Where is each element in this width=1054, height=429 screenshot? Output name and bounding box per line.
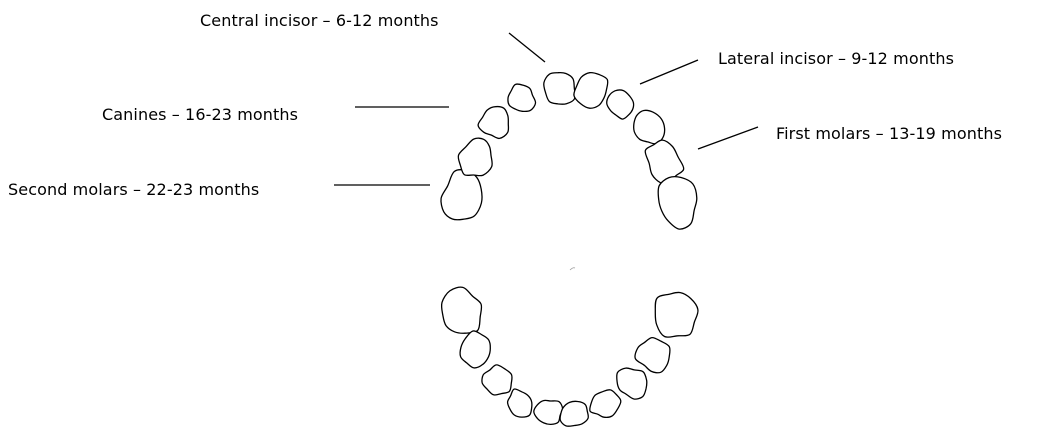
upper-tooth-4 bbox=[508, 84, 536, 111]
lower-tooth-3 bbox=[482, 365, 512, 395]
second-molars-label: Second molars – 22-23 months bbox=[8, 180, 259, 200]
lower-tooth-10 bbox=[655, 292, 698, 337]
upper-tooth-6 bbox=[574, 73, 608, 109]
canines-label: Canines – 16-23 months bbox=[102, 105, 298, 125]
first-molars-label: First molars – 13-19 months bbox=[776, 124, 1002, 144]
leader-line-central-incisor bbox=[509, 33, 545, 62]
upper-tooth-10 bbox=[658, 177, 697, 229]
lower-tooth-5 bbox=[534, 400, 563, 424]
upper-tooth-3 bbox=[478, 107, 508, 139]
upper-tooth-5 bbox=[544, 73, 575, 105]
leader-line-first-molars bbox=[698, 127, 758, 149]
lower-tooth-7 bbox=[590, 390, 621, 418]
upper-tooth-1 bbox=[441, 170, 482, 220]
upper-dental-arch bbox=[441, 73, 697, 230]
leader-line-lateral-incisor bbox=[640, 60, 698, 84]
upper-tooth-2 bbox=[458, 138, 492, 176]
upper-tooth-7 bbox=[607, 90, 634, 119]
stray-mark bbox=[570, 268, 575, 270]
upper-tooth-8 bbox=[634, 110, 665, 143]
leader-lines bbox=[334, 33, 758, 185]
lower-tooth-6 bbox=[560, 401, 588, 426]
lower-tooth-2 bbox=[460, 331, 490, 368]
lower-tooth-9 bbox=[635, 338, 670, 373]
central-incisor-label: Central incisor – 6-12 months bbox=[200, 11, 439, 31]
lower-dental-arch bbox=[442, 287, 698, 426]
lower-tooth-1 bbox=[442, 287, 482, 333]
lower-tooth-8 bbox=[617, 368, 647, 399]
lateral-incisor-label: Lateral incisor – 9-12 months bbox=[718, 49, 954, 69]
lower-tooth-4 bbox=[508, 389, 532, 417]
